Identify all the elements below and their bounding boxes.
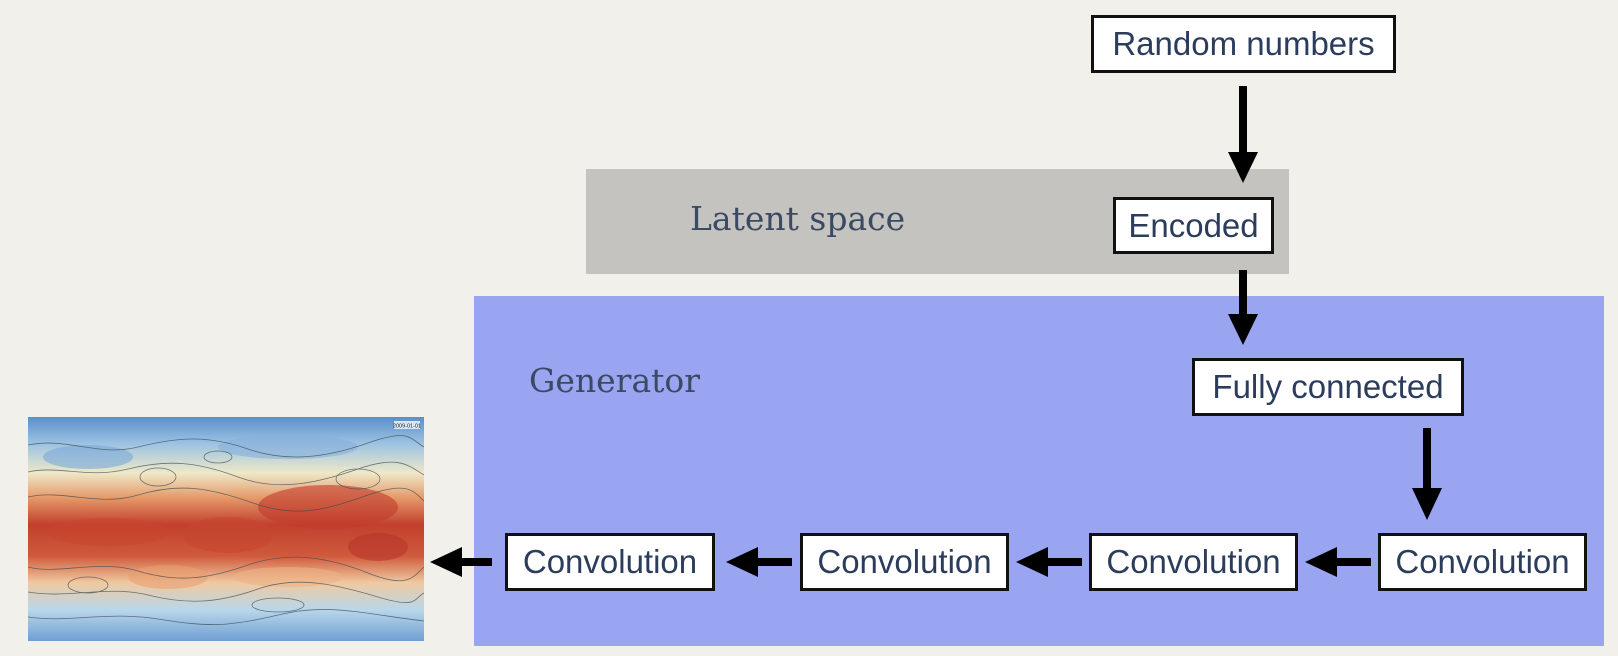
arrow-conv4-to-output-head — [430, 547, 462, 577]
encoded-node: Encoded — [1113, 197, 1274, 254]
arrow-random-to-encoded — [1239, 86, 1247, 154]
generator-label: Generator — [529, 361, 701, 400]
convolution-node-1: Convolution — [1378, 533, 1587, 591]
map-date-stamp: 2009-01-01 — [393, 424, 421, 430]
generated-temperature-map-image: 2009-01-01 — [28, 417, 424, 641]
convolution-node-4: Convolution — [505, 533, 715, 591]
convolution-node-3: Convolution — [800, 533, 1009, 591]
random-numbers-node: Random numbers — [1091, 15, 1396, 73]
convolution-node-2: Convolution — [1089, 533, 1298, 591]
latent-space-label: Latent space — [690, 199, 906, 238]
generator-panel: Generator — [474, 296, 1604, 646]
fully-connected-node: Fully connected — [1192, 358, 1464, 416]
